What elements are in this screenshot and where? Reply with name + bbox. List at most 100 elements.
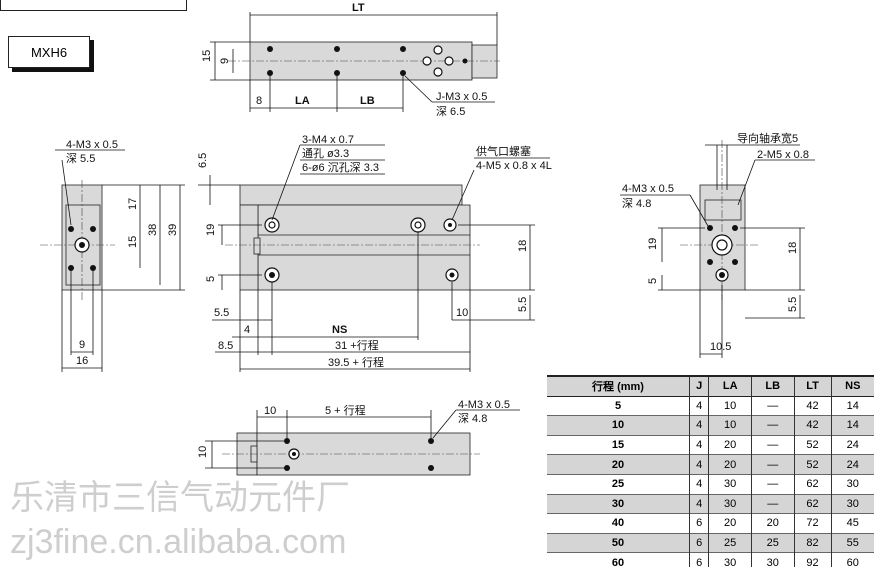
table-cell: 30 (708, 552, 752, 567)
callout-depth: 深 5.5 (66, 152, 95, 165)
table-cell: 30 (830, 494, 874, 514)
table-cell: 20 (708, 435, 752, 455)
dim-15: 15 (201, 50, 213, 62)
callout-plug: 供气口螺塞 (476, 144, 531, 158)
table-cell: 14 (830, 396, 874, 416)
table-cell: 4 (689, 415, 709, 436)
dim-5-stroke: 5 + 行程 (325, 404, 366, 417)
dim-lt: LT (352, 2, 365, 14)
dim-18: 18 (517, 240, 529, 252)
dim-6.5: 6.5 (197, 153, 209, 168)
callout-j: J-M3 x 0.5 (436, 91, 487, 103)
callout-bearing-width: 导向轴承宽5 (737, 131, 798, 145)
table-cell: 92 (793, 552, 832, 567)
table-cell: 20 (750, 513, 795, 534)
table-cell: 20 (708, 454, 752, 475)
table-cell: 10 (708, 396, 752, 416)
callout-m4: 3-M4 x 0.7 (302, 134, 354, 146)
dim-5.5-right: 5.5 (517, 297, 529, 312)
table-cell: 60 (611, 556, 625, 567)
callout-depth: 深 4.8 (458, 412, 487, 425)
table-cell: 14 (830, 415, 874, 436)
table-cell: 62 (793, 494, 832, 514)
table-cell: 25 (708, 533, 752, 553)
table-cell: 25 (750, 533, 795, 553)
dim-10: 10 (456, 307, 468, 319)
table-cell: 72 (793, 513, 832, 534)
table-cell: 30 (708, 494, 752, 514)
table-cell: 15 (611, 439, 625, 452)
dim-18: 18 (787, 242, 799, 254)
dim-31-stroke: 31 +行程 (335, 339, 379, 352)
table-cell: 4 (689, 454, 709, 475)
table-cell: 42 (793, 415, 832, 436)
dim-8: 8 (256, 95, 262, 107)
dim-la: LA (295, 95, 310, 107)
table-cell: 52 (793, 435, 832, 455)
dim-9: 9 (219, 58, 231, 64)
dim-39: 39 (167, 224, 179, 236)
table-cell: 6 (689, 513, 709, 534)
table-cell: — (750, 454, 795, 475)
table-cell: 24 (830, 435, 874, 455)
dim-39.5-stroke: 39.5 + 行程 (328, 356, 384, 369)
table-cell: — (750, 396, 795, 416)
table-cell: 20 (708, 513, 752, 534)
left-view: 4-M3 x 0.5 深 5.5 17 15 38 39 9 16 (40, 139, 185, 372)
dim-5.5-left: 5.5 (214, 307, 229, 319)
table-cell: — (750, 415, 795, 436)
dim-10-top: 10 (264, 405, 276, 417)
table-cell: 30 (611, 497, 625, 510)
title-frame (0, 0, 187, 11)
table-cell: 25 (611, 478, 625, 491)
table-cell: — (750, 474, 795, 495)
dim-38: 38 (147, 224, 159, 236)
table-cell: 45 (830, 513, 874, 534)
callout-depth: 深 6.5 (436, 105, 465, 118)
callout-m3: 4-M3 x 0.5 (66, 139, 118, 151)
dim-5.5: 5.5 (787, 297, 799, 312)
dim-9: 9 (79, 339, 85, 351)
dim-17: 17 (127, 198, 139, 210)
dim-16: 16 (76, 355, 88, 367)
table-cell: — (750, 494, 795, 514)
table-cell: 5 (614, 399, 622, 412)
table-cell: 10 (708, 415, 752, 436)
table-cell: 6 (689, 552, 709, 567)
table-cell: 82 (793, 533, 832, 553)
dim-8.5: 8.5 (218, 340, 233, 352)
callout-m3: 4-M3 x 0.5 (622, 183, 674, 195)
table-cell: 30 (708, 474, 752, 495)
table-cell: 20 (611, 458, 625, 471)
table-cell: — (750, 435, 795, 455)
table-cell: 24 (830, 454, 874, 475)
dim-15: 15 (127, 236, 139, 248)
callout-depth: 深 4.8 (622, 197, 651, 210)
dim-lb: LB (360, 95, 375, 107)
callout-through-hole: 通孔 ø3.3 (302, 147, 349, 160)
dim-4: 4 (244, 324, 250, 336)
dim-10-left: 10 (197, 446, 209, 458)
callout-m3: 4-M3 x 0.5 (458, 399, 510, 411)
table-cell: 30 (830, 474, 874, 495)
callout-m5: 4-M5 x 0.8 x 4L (476, 160, 552, 172)
table-header: 行程 (mm) J LA LB LT NS (547, 376, 874, 397)
callout-counterbore: 6-ø6 沉孔深 3.3 (302, 161, 379, 174)
table-cell: 6 (689, 533, 709, 553)
table-cell: 10 (611, 419, 625, 432)
table-cell: 42 (793, 396, 832, 416)
table-cell: 52 (793, 454, 832, 475)
dim-19: 19 (205, 224, 217, 236)
table-cell: 4 (689, 474, 709, 495)
table-cell: 62 (793, 474, 832, 495)
